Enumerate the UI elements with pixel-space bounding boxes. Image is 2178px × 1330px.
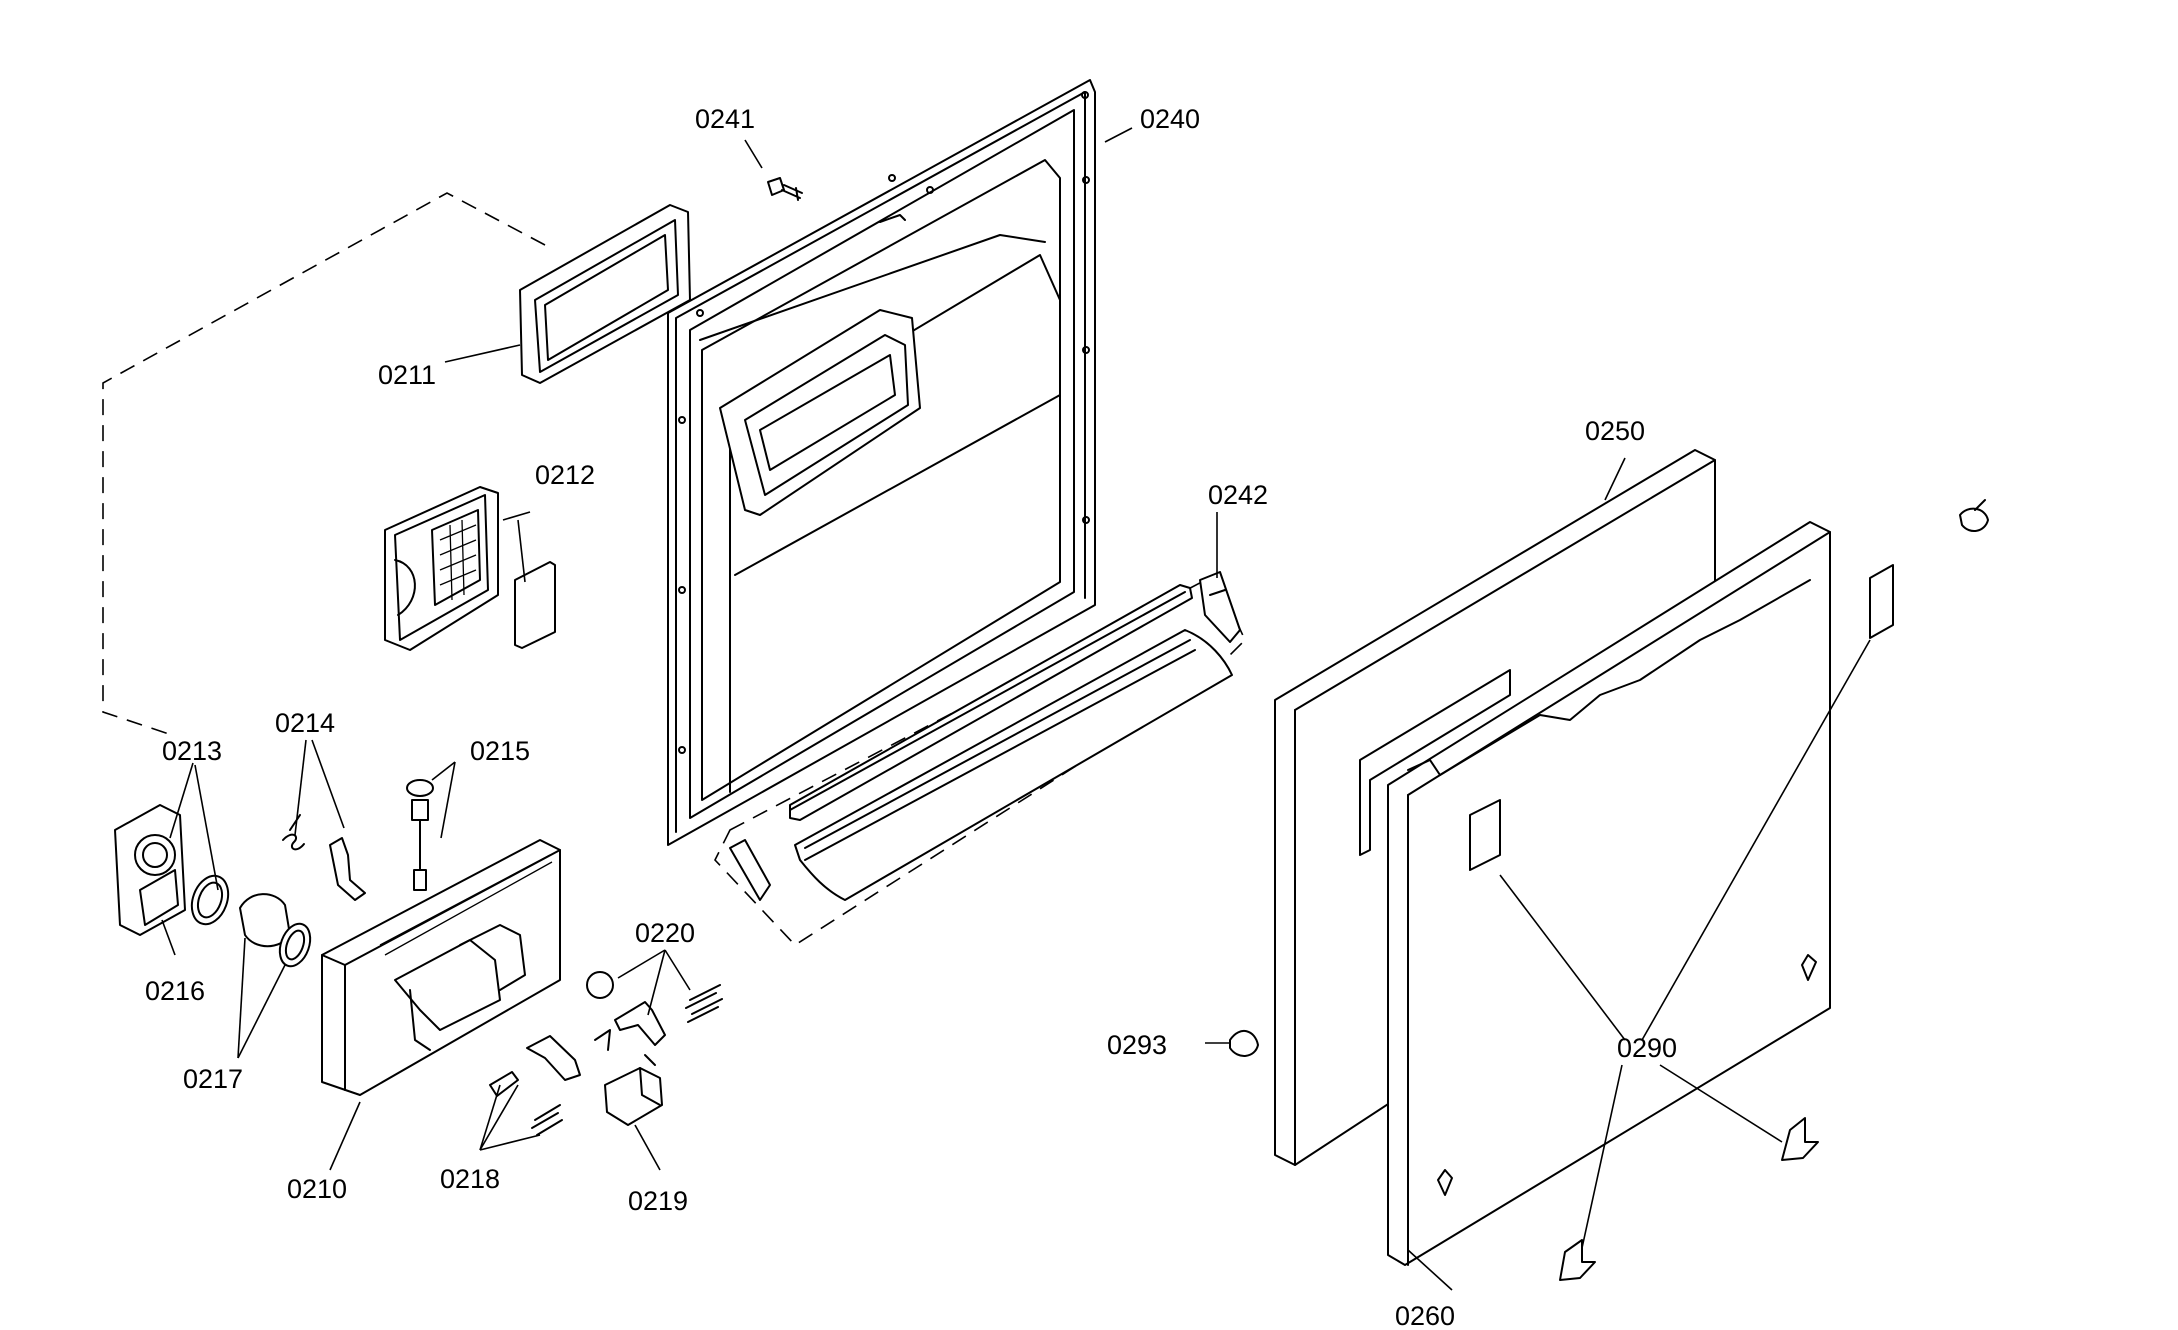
lever-0220-icon — [614, 984, 723, 1046]
bracket-0290-left-icon — [1559, 1239, 1596, 1281]
label-0212: 0212 — [535, 460, 595, 490]
label-0218: 0218 — [440, 1164, 500, 1194]
ball-0220-icon — [586, 971, 614, 999]
nozzle-0217-icon — [239, 893, 312, 968]
front-panel-0260 — [1387, 521, 1894, 1266]
label-0210: 0210 — [287, 1174, 347, 1204]
switch-0219-icon — [604, 1054, 663, 1126]
cover-0212 — [384, 486, 556, 651]
spring-0214-icon — [282, 814, 366, 901]
hinge-and-rails-0242 — [729, 571, 1241, 901]
label-0290: 0290 — [1617, 1033, 1677, 1063]
button-0293-icon — [1229, 1030, 1259, 1057]
label-0260: 0260 — [1395, 1301, 1455, 1330]
bracket-0290-right-icon — [1781, 1117, 1819, 1161]
gasket-0216-icon — [190, 874, 230, 926]
label-0216: 0216 — [145, 976, 205, 1006]
label-0242: 0242 — [1208, 480, 1268, 510]
lever-0218-icon — [489, 1029, 611, 1136]
screw-0241-icon — [767, 177, 803, 201]
label-0220: 0220 — [635, 918, 695, 948]
label-0241: 0241 — [695, 104, 755, 134]
label-0217: 0217 — [183, 1064, 243, 1094]
knob-icon — [1959, 499, 1989, 532]
label-0293: 0293 — [1107, 1030, 1167, 1060]
label-0240: 0240 — [1140, 104, 1200, 134]
dashed-group-outline-left — [102, 192, 546, 737]
label-0250: 0250 — [1585, 416, 1645, 446]
label-0215: 0215 — [470, 736, 530, 766]
label-0219: 0219 — [628, 1186, 688, 1216]
housing-cap-0213 — [114, 804, 186, 936]
label-0214: 0214 — [275, 708, 335, 738]
seal-frame-0211 — [519, 204, 691, 384]
label-0211: 0211 — [378, 360, 436, 390]
housing-0210 — [321, 839, 561, 1096]
leader-lines — [161, 127, 1871, 1291]
label-0213: 0213 — [162, 736, 222, 766]
inner-door-panel — [667, 79, 1096, 846]
pin-0215-icon — [406, 779, 434, 891]
